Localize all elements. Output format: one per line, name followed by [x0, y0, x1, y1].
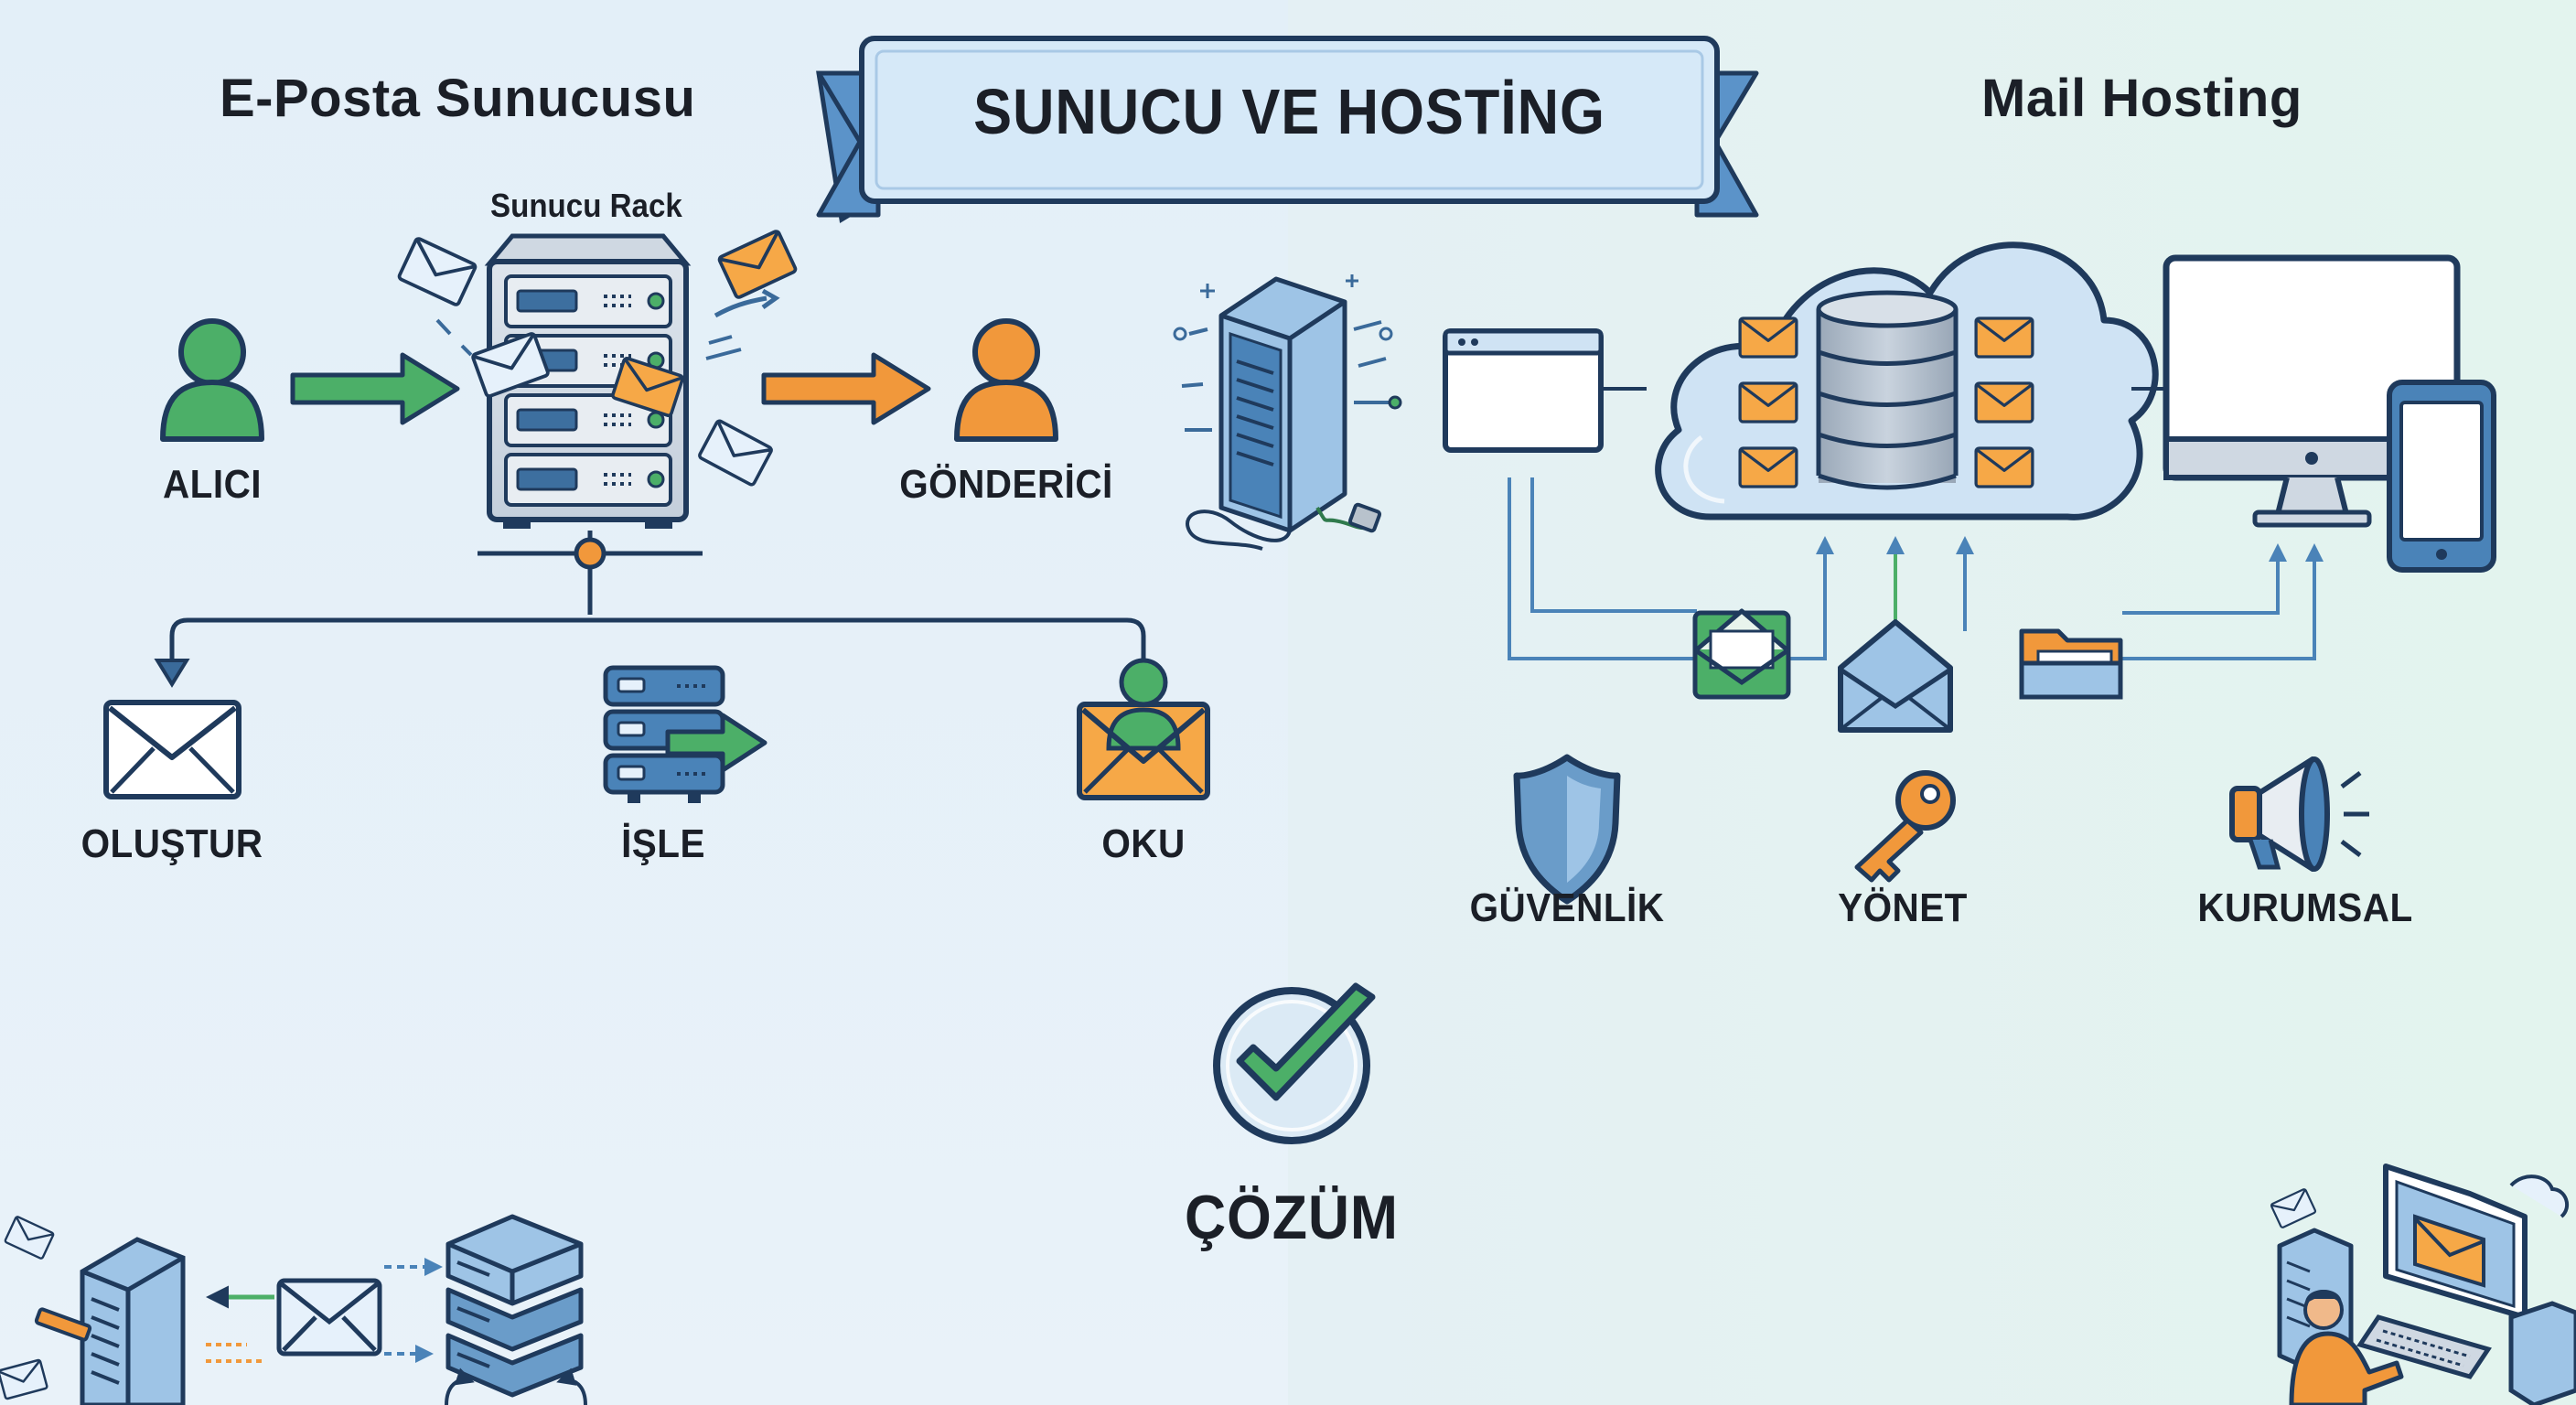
folder-icon — [2019, 628, 2123, 700]
blue-envelope-icon — [1838, 619, 1953, 733]
sender-user-icon — [160, 318, 264, 442]
tower-server-icon — [1173, 274, 1402, 551]
process-server-icon — [603, 665, 767, 803]
feature-security-label: GÜVENLİK — [1469, 885, 1665, 930]
solution-label: ÇÖZÜM — [1185, 1183, 1399, 1252]
desktop-monitor-icon — [2163, 254, 2461, 528]
green-envelope-icon — [1692, 608, 1791, 700]
shield-icon — [1513, 754, 1621, 905]
right-heading: Mail Hosting — [1981, 69, 2302, 128]
create-envelope-icon — [103, 700, 242, 799]
feature-manage-label: YÖNET — [1838, 885, 1968, 930]
flying-envelopes — [396, 228, 799, 488]
process-tree-connector — [154, 531, 1146, 688]
sender-label: ALICI — [162, 462, 262, 507]
banner-title: SUNUCU VE HOSTİNG — [973, 76, 1605, 147]
cloud-hosting-icon — [1655, 241, 2159, 520]
receiver-label: GÖNDERİCİ — [899, 462, 1113, 507]
megaphone-icon — [2229, 756, 2369, 872]
feature-corporate-label: KURUMSAL — [2197, 885, 2413, 930]
step-create-label: OLUŞTUR — [80, 821, 263, 866]
bottom-left-server-scene — [0, 1214, 587, 1405]
checkmark-circle-icon — [1213, 982, 1376, 1144]
arrow-to-receiver — [761, 352, 931, 425]
bottom-right-workstation-scene — [2270, 1164, 2576, 1405]
browser-window-icon — [1443, 328, 1604, 453]
left-heading: E-Posta Sunucusu — [220, 69, 696, 128]
title-banner — [816, 36, 1759, 224]
read-envelope-icon — [1077, 658, 1210, 800]
receiver-user-icon — [954, 318, 1058, 442]
step-read-label: OKU — [1101, 821, 1186, 866]
mobile-device-icon — [2387, 380, 2496, 573]
key-icon — [1854, 770, 1956, 883]
rack-label: Sunucu Rack — [490, 187, 682, 224]
step-process-label: İŞLE — [621, 821, 705, 866]
database-icon — [1816, 290, 1959, 490]
arrow-to-server — [290, 352, 460, 425]
server-rack-icon — [484, 233, 692, 529]
